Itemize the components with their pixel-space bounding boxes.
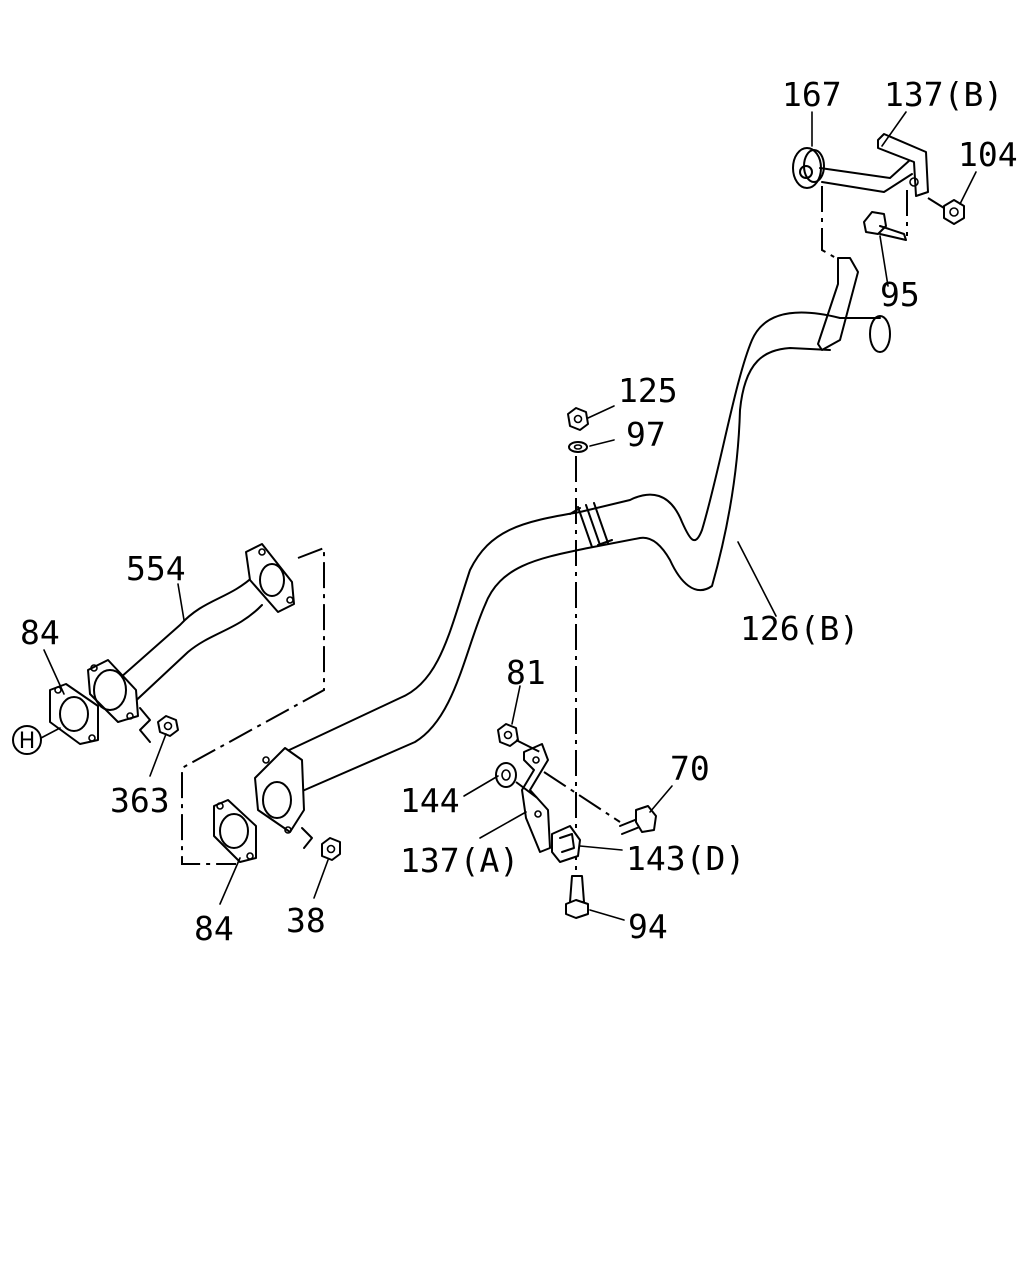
callout-84-upper: 84: [20, 613, 60, 652]
callout-labels: 167 137(B) 104 95 125 97 126(B) 554 84 3…: [20, 75, 1018, 948]
callout-137b: 137(B): [884, 75, 1003, 114]
reference-marker-h: H: [12, 725, 61, 755]
callout-143d: 143(D): [626, 839, 745, 878]
bracket-137a-assembly: [495, 723, 657, 863]
callout-84-lower: 84: [194, 909, 234, 948]
leader-lines: [43, 111, 977, 921]
callout-94: 94: [628, 907, 668, 946]
front-pipe-554: [87, 543, 295, 743]
callout-363: 363: [110, 781, 170, 820]
nut-363: [157, 715, 179, 737]
gasket-84-lower: [213, 799, 313, 863]
callout-125: 125: [618, 371, 678, 410]
callout-167: 167: [782, 75, 842, 114]
nut-38: [321, 837, 341, 861]
callout-126b: 126(B): [740, 609, 859, 648]
callout-104: 104: [958, 135, 1018, 174]
callout-81: 81: [506, 653, 546, 692]
rear-hanger-assembly: [792, 133, 965, 351]
callout-97: 97: [626, 415, 666, 454]
reference-marker-letter: H: [19, 729, 36, 754]
callout-554: 554: [126, 549, 186, 588]
exhaust-pipe-126b: [254, 311, 891, 834]
callout-137a: 137(A): [400, 841, 519, 880]
callout-144: 144: [400, 781, 460, 820]
callout-38: 38: [286, 901, 326, 940]
callout-70: 70: [670, 749, 710, 788]
clamp-hardware: [565, 407, 589, 919]
callout-95: 95: [880, 275, 920, 314]
gasket-84-upper: [49, 683, 99, 745]
